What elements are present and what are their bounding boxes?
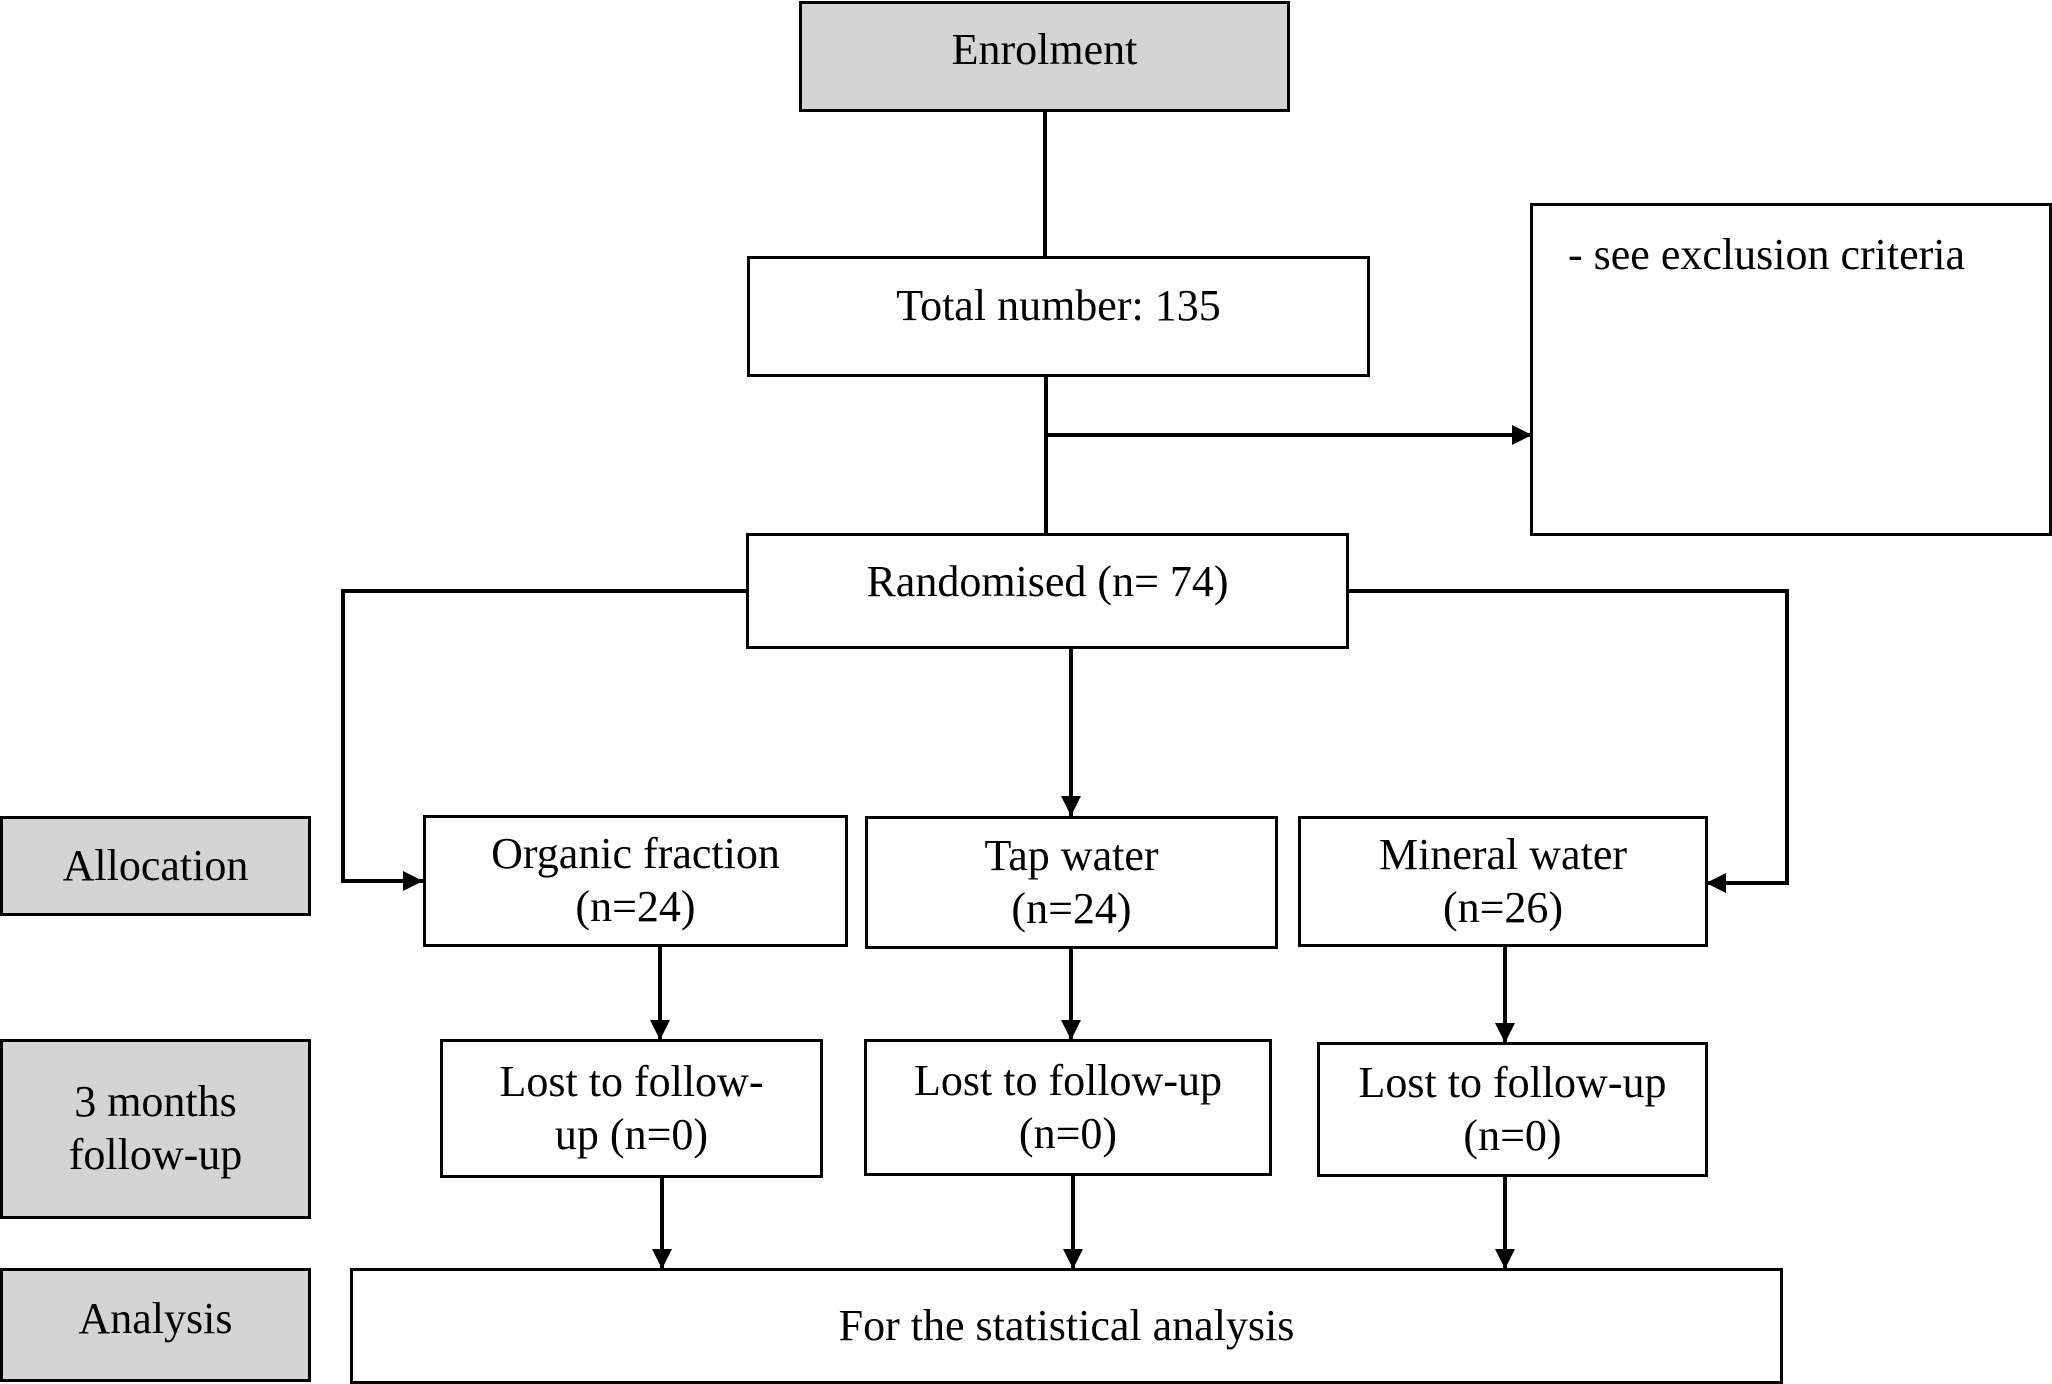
stage-enrolment-label: Enrolment: [951, 25, 1138, 74]
analysis-box: For the statistical analysis: [350, 1268, 1783, 1384]
stage-analysis-label: Analysis: [78, 1294, 233, 1343]
exclusion-label: - see exclusion criteria: [1568, 230, 1966, 279]
lost-organic-box: Lost to follow- up (n=0): [440, 1039, 823, 1178]
stage-allocation: Allocation: [0, 816, 311, 916]
arm-tap-box: Tap water (n=24): [865, 816, 1278, 949]
stage-enrolment: Enrolment: [799, 1, 1290, 112]
arm-mineral-name: Mineral water: [1379, 829, 1627, 879]
arm-organic-name: Organic fraction: [491, 829, 780, 879]
lost-mineral-line2: (n=0): [1463, 1110, 1562, 1160]
stage-followup: 3 months follow-up: [0, 1039, 311, 1219]
arm-tap-name: Tap water: [984, 830, 1159, 880]
stage-analysis: Analysis: [0, 1268, 311, 1382]
arrow-to-mineral: [1347, 589, 1789, 893]
lost-tap-line1: Lost to follow-up: [914, 1055, 1222, 1105]
lost-tap-line2: (n=0): [1018, 1108, 1118, 1158]
lost-organic-line2: up (n=0): [554, 1109, 709, 1159]
stage-allocation-label: Allocation: [62, 840, 249, 890]
total-number-box: Total number: 135: [747, 256, 1370, 377]
stage-followup-line2: follow-up: [68, 1130, 243, 1179]
arm-organic-n: (n=24): [575, 882, 696, 931]
exclusion-box: - see exclusion criteria: [1530, 203, 2052, 536]
arm-mineral-n: (n=26): [1442, 882, 1564, 932]
arm-organic-box: Organic fraction (n=24): [423, 815, 848, 947]
lost-mineral-line1: Lost to follow-up: [1358, 1057, 1667, 1107]
arrow-to-organic: [341, 589, 747, 891]
randomised-label: Randomised (n= 74): [866, 557, 1229, 606]
lost-tap-box: Lost to follow-up (n=0): [864, 1039, 1272, 1176]
total-number-label: Total number: 135: [896, 281, 1221, 330]
stage-followup-line1: 3 months: [74, 1077, 237, 1127]
analysis-label: For the statistical analysis: [838, 1300, 1295, 1350]
lost-mineral-box: Lost to follow-up (n=0): [1317, 1042, 1708, 1177]
arm-tap-n: (n=24): [1011, 883, 1132, 933]
arm-mineral-box: Mineral water (n=26): [1298, 816, 1708, 947]
lost-organic-line1: Lost to follow-: [499, 1056, 764, 1106]
randomised-box: Randomised (n= 74): [746, 533, 1349, 649]
